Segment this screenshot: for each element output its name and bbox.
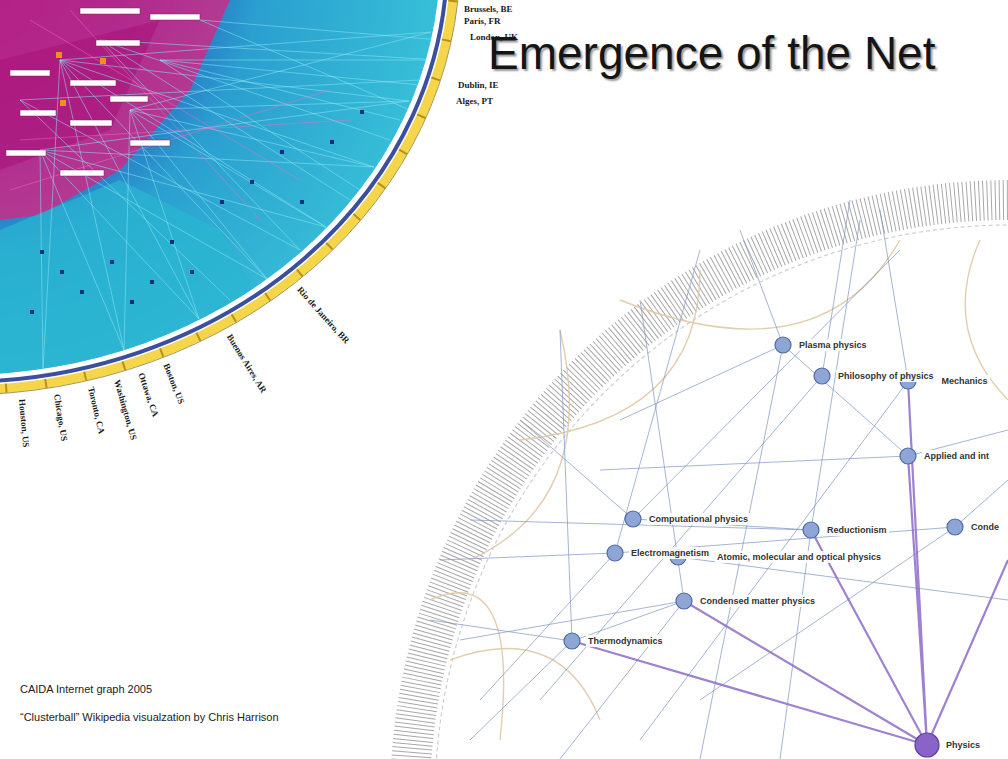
city-label: Toronto, CA bbox=[86, 386, 107, 435]
topic-label: Applied and int bbox=[922, 450, 991, 462]
city-label: Boston, US bbox=[161, 362, 186, 405]
topic-label: Plasma physics bbox=[797, 339, 869, 351]
city-label: London, UK bbox=[470, 32, 518, 42]
slide-title: Emergence of the Net bbox=[488, 28, 935, 79]
topic-label: Electromagnetism bbox=[629, 547, 711, 559]
city-label: Alges, PT bbox=[456, 96, 493, 106]
city-label: Brussels, BE bbox=[464, 4, 513, 14]
topic-label: Condensed matter physics bbox=[698, 595, 817, 607]
city-label: Ottawa, CA bbox=[136, 371, 160, 418]
city-label: Houston, US bbox=[17, 399, 31, 448]
city-label: Rio de Janeiro, BR bbox=[295, 285, 351, 346]
city-label: Paris, FR bbox=[464, 16, 501, 26]
city-label: Washington, US bbox=[112, 379, 139, 441]
topic-label: Philosophy of physics bbox=[836, 370, 936, 382]
topic-label: Physics bbox=[944, 739, 982, 751]
topic-label: Atomic, molecular and optical physics bbox=[715, 551, 883, 563]
credit-text: “Clusterball” Wikipedia visualzation by … bbox=[20, 710, 279, 724]
topic-label: Mechanics bbox=[940, 375, 990, 387]
credit-text: CAIDA Internet graph 2005 bbox=[20, 682, 152, 696]
topic-label: Conde bbox=[969, 521, 1001, 533]
city-label: Chicago, US bbox=[52, 393, 69, 441]
city-label: Buenos Aires, AR bbox=[225, 332, 269, 394]
topic-label: Reductionism bbox=[825, 524, 889, 536]
city-label: Dublin, IE bbox=[458, 80, 499, 90]
topic-label: Thermodynamics bbox=[586, 635, 665, 647]
topic-label: Computational physics bbox=[647, 513, 750, 525]
